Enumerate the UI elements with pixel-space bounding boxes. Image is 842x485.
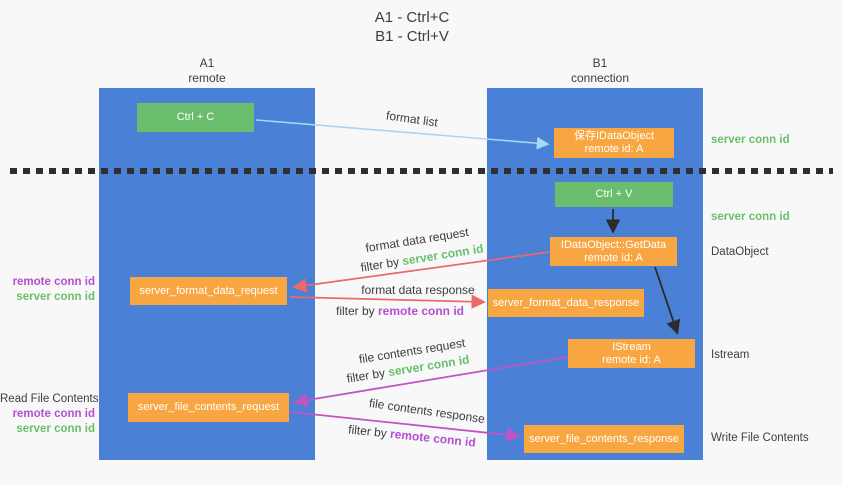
lane-b1-name: B1 [592,56,608,70]
node-server-file-contents-request: server_file_contents_request [128,393,289,422]
node-ctrl-c-label: Ctrl + C [176,111,215,123]
lane-header-b1-connection: B1 connection [540,56,660,86]
diagram-title: A1 - Ctrl+C B1 - Ctrl+V [312,8,512,46]
annotation-filter-remote-conn-1: filter by remote conn id [335,304,465,318]
left-conn-id-group-mid: remote conn id server conn id [0,275,95,305]
label-remote-conn-id-mid: remote conn id [12,276,95,288]
filter-by-prefix-2: filter by [335,304,378,318]
node-server-format-data-request: server_format_data_request [130,277,287,305]
node-save-idataobject: 保存IDataObject remote id: A [554,128,674,158]
label-server-conn-id-mid: server conn id [711,211,790,223]
node-format-response-label: server_format_data_response [492,296,640,309]
node-istream-line1: IStream [612,340,651,353]
label-server-conn-id-left-mid: server conn id [16,291,95,303]
node-istream-line2: remote id: A [602,353,661,366]
label-server-conn-id-top: server conn id [711,134,790,146]
node-save-idataobject-line1: 保存IDataObject [573,130,655,142]
filter-by-prefix-1: filter by [359,254,404,275]
lane-a1-name: A1 [199,56,215,70]
node-file-response-label: server_file_contents_response [529,432,679,445]
label-remote-conn-id-bottom: remote conn id [12,408,95,420]
label-write-file-contents: Write File Contents [711,432,809,444]
node-ctrl-v-label: Ctrl + V [595,188,633,200]
node-getdata-line1: IDataObject::GetData [560,238,667,251]
label-dataobject: DataObject [711,246,769,258]
session-divider-dotted-line [10,168,833,174]
title-line-2: B1 - Ctrl+V [375,28,449,45]
label-read-file-contents: Read File Contents [0,393,99,405]
lane-header-a1-remote: A1 remote [147,56,267,86]
annotation-file-contents-response: file contents response [368,395,486,427]
node-getdata-line2: remote id: A [584,251,643,264]
annotation-format-data-response: format data response [361,283,475,297]
annotation-format-list: format list [385,108,439,130]
filter-by-prefix-3: filter by [345,365,390,386]
lane-b1-role: connection [570,71,630,85]
title-line-1: A1 - Ctrl+C [374,9,450,26]
label-server-conn-id-left-bottom: server conn id [16,423,95,435]
filter-by-prefix-4: filter by [347,422,391,441]
format-data-response-arrow [289,294,486,309]
node-save-idataobject-line2: remote id: A [584,143,644,155]
node-server-file-contents-response: server_file_contents_response [524,425,684,453]
filter-remote-conn-id-2: remote conn id [389,426,477,450]
node-server-format-data-response: server_format_data_response [488,289,644,317]
node-idataobject-getdata: IDataObject::GetData remote id: A [550,237,677,266]
node-ctrl-v: Ctrl + V [555,182,673,207]
node-ctrl-c: Ctrl + C [137,103,254,132]
lane-a1-role: remote [188,71,226,85]
filter-remote-conn-id-1: remote conn id [378,304,465,318]
node-istream: IStream remote id: A [568,339,695,368]
label-istream: Istream [711,349,750,361]
node-file-request-label: server_file_contents_request [137,401,280,413]
left-conn-id-group-bottom: Read File Contents remote conn id server… [0,392,99,437]
annotation-filter-remote-conn-2: filter by remote conn id [347,422,478,450]
node-format-request-label: server_format_data_request [139,284,278,297]
